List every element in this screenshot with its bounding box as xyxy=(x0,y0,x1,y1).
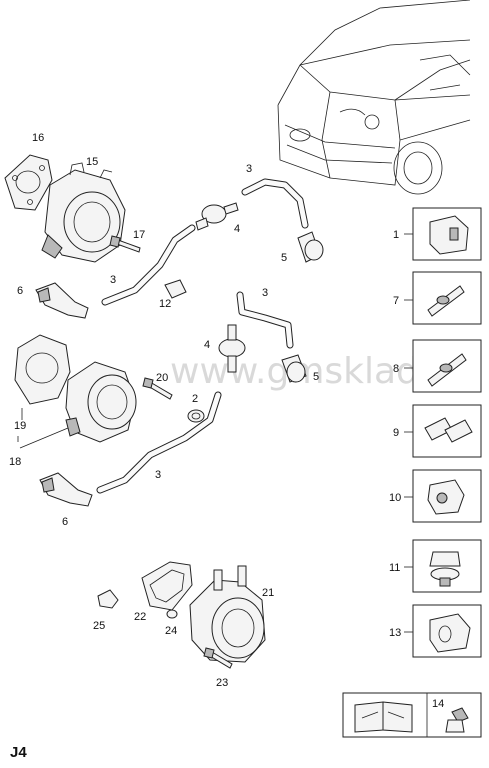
callout-3: 3 xyxy=(110,274,116,286)
gasket-22 xyxy=(141,561,193,611)
callout-16: 16 xyxy=(32,132,44,144)
sensor-6-upper xyxy=(35,282,89,319)
callout-20: 20 xyxy=(156,372,168,384)
callout-11: 11 xyxy=(389,562,400,574)
callout-14: 14 xyxy=(432,698,444,710)
bolt-17 xyxy=(109,235,141,253)
callout-2: 2 xyxy=(192,393,198,405)
callout-6: 6 xyxy=(17,285,23,297)
callout-18: 18 xyxy=(9,456,21,468)
vacuum-hose-3-upper xyxy=(101,224,196,306)
part-box-1 xyxy=(412,207,482,261)
callout-24: 24 xyxy=(165,625,177,637)
check-valve-4-lower xyxy=(218,324,246,373)
callout-7: 7 xyxy=(393,295,399,307)
wrench-icon xyxy=(445,707,469,733)
vacuum-hose-3-lower xyxy=(96,391,222,494)
callout-8: 8 xyxy=(393,363,399,375)
gasket-16 xyxy=(4,154,53,211)
clip-12 xyxy=(164,279,187,299)
callout-12: 12 xyxy=(159,298,171,310)
car-illustration xyxy=(277,0,471,195)
vacuum-pump-15 xyxy=(41,162,126,263)
callout-labels: 16 15 3 4 17 5 3 6 12 3 4 5 20 2 19 18 3… xyxy=(9,132,444,710)
callout-13: 13 xyxy=(389,627,401,639)
callout-3: 3 xyxy=(246,163,252,175)
part-box-7 xyxy=(412,271,482,325)
callout-19: 19 xyxy=(14,420,26,432)
callout-22: 22 xyxy=(134,611,146,623)
part-box-11 xyxy=(412,539,482,593)
part-box-9 xyxy=(412,404,482,458)
callout-5: 5 xyxy=(313,371,319,383)
elbow-connector-5-upper xyxy=(297,231,324,263)
sensor-6-lower xyxy=(39,472,93,507)
vacuum-hose-3-upper-right xyxy=(241,178,309,229)
callout-9: 9 xyxy=(393,427,399,439)
callout-3: 3 xyxy=(155,469,161,481)
manual-reference-box xyxy=(342,692,482,738)
part-box-8 xyxy=(412,339,482,393)
gasket-19 xyxy=(14,334,71,405)
callout-5: 5 xyxy=(281,252,287,264)
callout-23: 23 xyxy=(216,677,228,689)
callout-1: 1 xyxy=(393,229,399,241)
vacuum-pump-21 xyxy=(189,565,266,663)
callout-4: 4 xyxy=(204,339,210,351)
part-box-13 xyxy=(412,604,482,658)
callout-21: 21 xyxy=(262,587,274,599)
bolt-20 xyxy=(142,377,173,400)
book-icon xyxy=(354,701,413,733)
page-id: J4 xyxy=(10,744,27,761)
vacuum-hose-3-lower-right xyxy=(236,291,294,349)
seal-24 xyxy=(166,609,178,619)
callout-10: 10 xyxy=(389,492,401,504)
callout-15: 15 xyxy=(86,156,98,168)
elbow-connector-5-lower xyxy=(281,354,307,383)
part-box-10 xyxy=(412,469,482,523)
callout-25: 25 xyxy=(93,620,105,632)
callout-6: 6 xyxy=(62,516,68,528)
clamp-2 xyxy=(187,409,205,423)
bolt-23 xyxy=(203,647,233,669)
vacuum-pump-18 xyxy=(65,361,137,443)
check-valve-4-upper xyxy=(195,202,239,231)
callout-4: 4 xyxy=(234,223,240,235)
callout-3: 3 xyxy=(262,287,268,299)
bracket-25 xyxy=(97,589,119,609)
callout-17: 17 xyxy=(133,229,145,241)
leader-lines xyxy=(17,233,413,633)
